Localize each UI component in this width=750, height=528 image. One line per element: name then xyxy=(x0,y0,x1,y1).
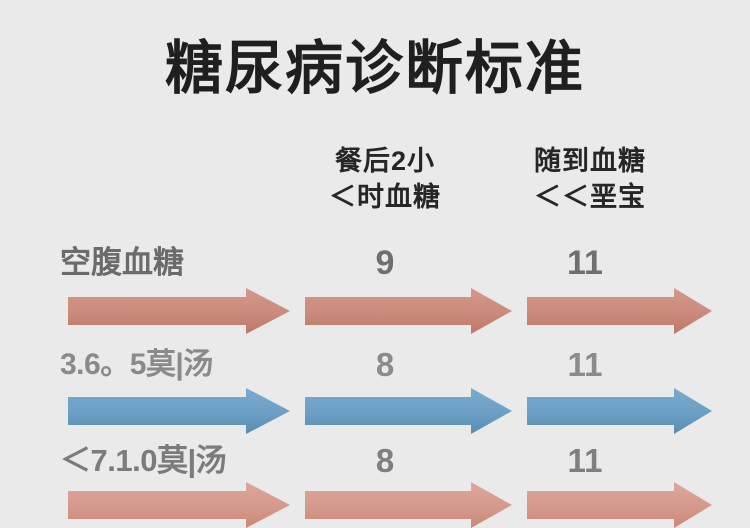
arrow-row3-segment1-icon xyxy=(68,482,290,528)
arrow-row1-segment3-icon xyxy=(527,288,712,334)
arrow-row3-segment2-icon xyxy=(305,482,512,528)
arrow-row1-segment2-icon xyxy=(305,288,512,334)
row-label-second: 3.6。5莫|汤 xyxy=(60,348,213,381)
value-row1-col3: 11 xyxy=(567,244,603,282)
arrow-row-2 xyxy=(0,388,750,434)
value-row1-col2: 9 xyxy=(375,244,395,282)
arrow-row2-segment3-icon xyxy=(527,388,712,434)
arrow-row2-segment2-icon xyxy=(305,388,512,434)
arrow-row-1 xyxy=(0,288,750,334)
page-title: 糖尿病诊断标准 xyxy=(164,36,585,101)
row-label-fasting: 空腹血糖 xyxy=(60,245,184,280)
column-header-random-line2: ＜＜垩宝 xyxy=(534,182,646,212)
arrow-row1-segment1-icon xyxy=(68,288,290,334)
column-header-random: 随到血糖 ＜＜垩宝 xyxy=(490,143,690,215)
arrow-row3-segment3-icon xyxy=(527,482,712,528)
column-header-postprandial-line2: ＜时血糖 xyxy=(329,182,441,212)
column-header-postprandial: 餐后2小 ＜时血糖 xyxy=(285,143,485,215)
column-header-random-line1: 随到血糖 xyxy=(534,146,646,176)
row-label-third: ＜7.1.0莫|汤 xyxy=(60,443,227,478)
arrow-row2-segment1-icon xyxy=(68,388,290,434)
value-row3-col3: 11 xyxy=(567,442,603,479)
value-row3-col2: 8 xyxy=(375,442,395,479)
arrow-row-3 xyxy=(0,482,750,528)
value-row2-col3: 11 xyxy=(567,346,603,383)
infographic-canvas: 糖尿病诊断标准 餐后2小 ＜时血糖 随到血糖 ＜＜垩宝 空腹血糖 9 11 xyxy=(0,36,750,528)
column-header-postprandial-line1: 餐后2小 xyxy=(334,146,436,176)
value-row2-col2: 8 xyxy=(375,346,395,383)
